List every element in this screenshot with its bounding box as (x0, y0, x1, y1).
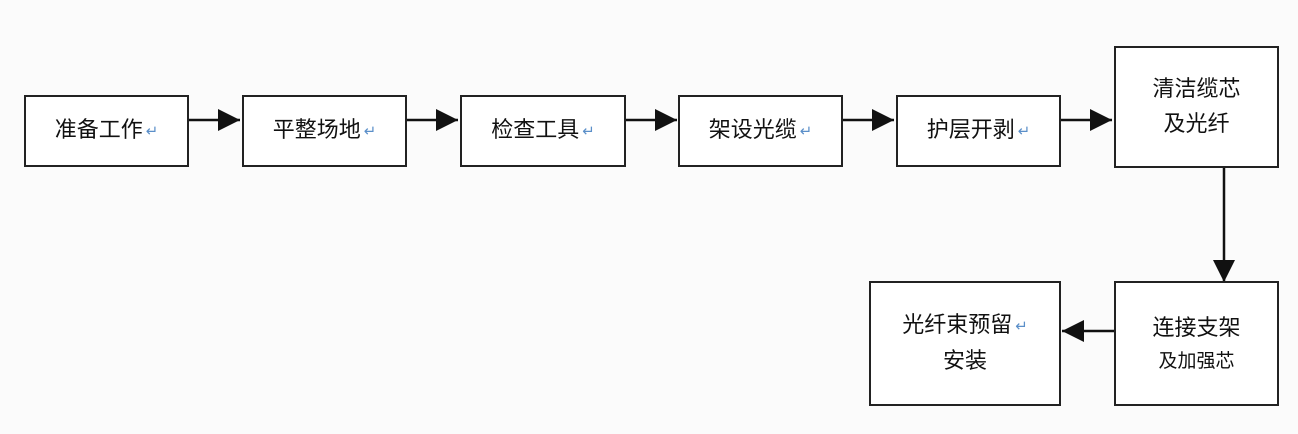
step-connect-bracket: 连接支架 及加强芯 (1114, 281, 1279, 406)
step-label: 准备工作 (54, 118, 143, 144)
step-label: 护层开剥 (926, 118, 1015, 144)
step-level-site: 平整场地↵ (242, 95, 407, 167)
step-label: 平整场地 (272, 118, 361, 144)
step-clean-core-fiber: 清洁缆芯 及光纤 (1114, 46, 1279, 168)
step-label-line2: 安装 (942, 348, 987, 374)
return-mark-icon: ↵ (799, 122, 813, 141)
step-prepare-work: 准备工作↵ (24, 95, 189, 167)
step-fiber-reserve-install: 光纤束预留↵ 安装 (869, 281, 1061, 406)
step-strip-sheath: 护层开剥↵ (896, 95, 1061, 167)
return-mark-icon: ↵ (1015, 317, 1028, 336)
return-mark-icon: ↵ (1017, 122, 1031, 141)
return-mark-icon: ↵ (582, 122, 595, 141)
step-label-line2: 及加强芯 (1158, 349, 1235, 372)
step-check-tools: 检查工具↵ (460, 95, 626, 167)
return-mark-icon: ↵ (145, 122, 159, 141)
step-label-line1: 清洁缆芯 (1152, 76, 1241, 102)
step-label-line2: 及光纤 (1163, 112, 1230, 137)
step-label-line1: 连接支架 (1152, 315, 1241, 341)
step-label: 检查工具 (491, 118, 580, 144)
step-label: 架设光缆 (708, 118, 797, 144)
step-erect-cable: 架设光缆↵ (678, 95, 843, 167)
step-label-line1: 光纤束预留 (902, 313, 1013, 339)
return-mark-icon: ↵ (363, 122, 377, 141)
